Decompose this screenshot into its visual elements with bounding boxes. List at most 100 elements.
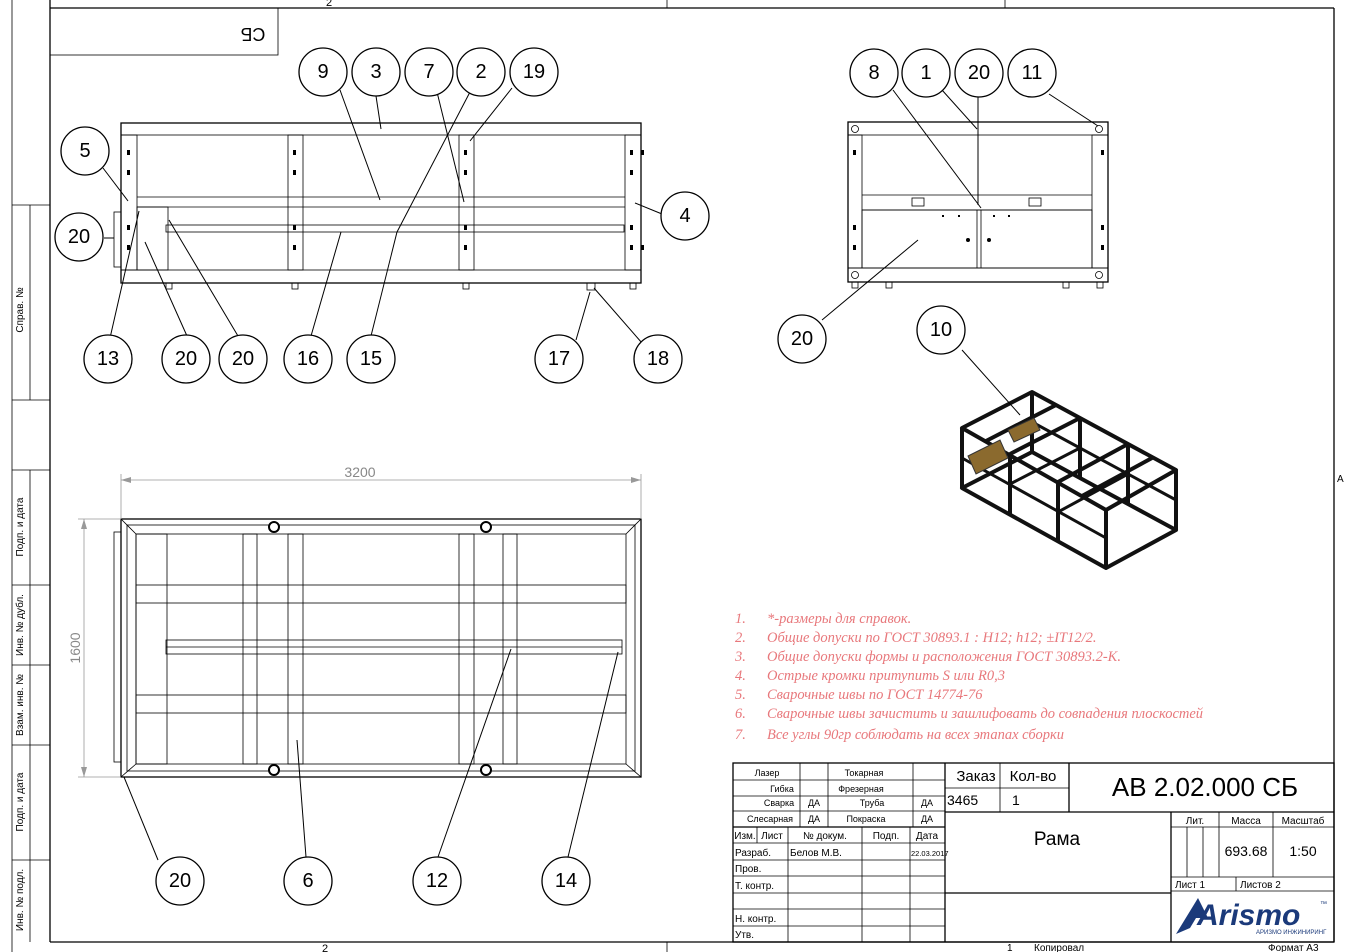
left-strip: Справ. № Подп. и дата Инв. № дубл. Взам.… bbox=[12, 204, 50, 942]
dimension-width-value: 1600 bbox=[67, 632, 83, 663]
callout-bubble: 17 bbox=[534, 334, 584, 384]
svg-text:Лист 1: Лист 1 bbox=[1175, 880, 1206, 891]
svg-text:Лист: Лист bbox=[761, 831, 783, 842]
strip-label-sprav: Справ. № bbox=[15, 287, 26, 333]
svg-text:Фрезерная: Фрезерная bbox=[838, 784, 884, 794]
svg-text:Подп.: Подп. bbox=[873, 831, 900, 842]
mirror-code: СБ bbox=[241, 24, 266, 44]
dimension-length-value: 3200 bbox=[344, 464, 375, 480]
note-number: 7. bbox=[735, 727, 746, 743]
svg-text:Листов 2: Листов 2 bbox=[1240, 880, 1281, 891]
svg-text:7: 7 bbox=[423, 61, 434, 83]
strip-label-dubl: Инв. № дубл. bbox=[14, 594, 26, 656]
strip-label-podp1: Подп. и дата bbox=[15, 497, 26, 556]
svg-text:8: 8 bbox=[868, 62, 879, 84]
svg-text:19: 19 bbox=[523, 61, 545, 83]
svg-text:Лит.: Лит. bbox=[1186, 816, 1204, 827]
svg-text:Дата: Дата bbox=[916, 831, 939, 842]
callout-bubble: 6 bbox=[283, 856, 333, 906]
part-name: Рама bbox=[1034, 829, 1081, 850]
isometric-infill bbox=[967, 417, 1041, 475]
svg-text:12: 12 bbox=[426, 870, 448, 892]
note-text: Все углы 90гр соблюдать на всех этапах с… bbox=[767, 727, 1064, 743]
svg-text:ДА: ДА bbox=[921, 814, 933, 824]
callout-bubble: 12 bbox=[412, 856, 462, 906]
svg-text:Утв.: Утв. bbox=[735, 930, 754, 941]
drawing-designation: АВ 2.02.000 СБ bbox=[1112, 772, 1298, 802]
callout-bubble: 20 bbox=[954, 48, 1004, 98]
svg-text:Н. контр.: Н. контр. bbox=[735, 914, 776, 925]
technical-notes: 1. *-размеры для справок. 2. Общие допус… bbox=[734, 611, 1204, 743]
note-text: *-размеры для справок. bbox=[767, 611, 911, 627]
svg-text:ДА: ДА bbox=[921, 798, 933, 808]
svg-text:Масштаб: Масштаб bbox=[1282, 815, 1325, 827]
callout-bubble: 20 bbox=[161, 334, 211, 384]
svg-text:16: 16 bbox=[297, 348, 319, 370]
callout-bubble: 18 bbox=[633, 334, 683, 384]
svg-text:20: 20 bbox=[968, 62, 990, 84]
svg-text:20: 20 bbox=[791, 328, 813, 350]
callout-bubble: 10 bbox=[916, 305, 966, 355]
qty-label: Кол-во bbox=[1010, 768, 1057, 785]
svg-text:ДА: ДА bbox=[808, 798, 820, 808]
mirror-code-box: СБ bbox=[49, 7, 279, 56]
isometric-view bbox=[960, 390, 1178, 570]
svg-text:АРИЗМО ИНЖИНИРИНГ: АРИЗМО ИНЖИНИРИНГ bbox=[1256, 930, 1327, 936]
svg-text:22.03.2017: 22.03.2017 bbox=[911, 849, 949, 858]
callout-bubble: 5 bbox=[60, 126, 110, 176]
bottom-zone-number: 2 bbox=[322, 943, 328, 952]
callout-bubble: 2 bbox=[456, 47, 506, 97]
callout-bubble: 20 bbox=[777, 314, 827, 364]
front-view bbox=[113, 122, 644, 291]
svg-text:20: 20 bbox=[232, 348, 254, 370]
svg-text:№ докум.: № докум. bbox=[803, 831, 847, 842]
note-number: 4. bbox=[735, 668, 746, 684]
order-value: 3465 bbox=[947, 792, 978, 808]
svg-text:13: 13 bbox=[97, 348, 119, 370]
svg-text:17: 17 bbox=[548, 348, 570, 370]
svg-text:15: 15 bbox=[360, 348, 382, 370]
note-number: 1. bbox=[735, 611, 746, 627]
callout-bubble: 16 bbox=[283, 334, 333, 384]
callout-bubble: 20 bbox=[218, 334, 268, 384]
svg-text:Токарная: Токарная bbox=[845, 768, 884, 778]
leader-lines bbox=[102, 87, 1099, 861]
svg-text:2: 2 bbox=[475, 61, 486, 83]
svg-text:4: 4 bbox=[679, 205, 690, 227]
note-number: 5. bbox=[735, 687, 746, 703]
dimension-width: 1600 bbox=[67, 518, 121, 778]
mass-value: 693.68 bbox=[1225, 843, 1268, 859]
note-number: 6. bbox=[735, 706, 746, 722]
callout-bubble: 20 bbox=[54, 212, 104, 262]
sheet-frame: 2 2 A bbox=[11, 0, 1344, 952]
svg-text:5: 5 bbox=[79, 140, 90, 162]
callout-bubble: 14 bbox=[541, 856, 591, 906]
svg-text:Покраска: Покраска bbox=[846, 814, 885, 824]
callout-bubble: 1 bbox=[901, 48, 951, 98]
svg-text:20: 20 bbox=[169, 870, 191, 892]
svg-text:Масса: Масса bbox=[1231, 816, 1261, 827]
callout-bubble: 4 bbox=[660, 191, 710, 241]
scale-value: 1:50 bbox=[1289, 843, 1316, 859]
svg-text:11: 11 bbox=[1022, 62, 1043, 84]
svg-text:3: 3 bbox=[370, 61, 381, 83]
order-label: Заказ bbox=[956, 768, 995, 785]
callout-bubble: 11 bbox=[1007, 48, 1057, 98]
top-view bbox=[113, 518, 642, 778]
note-number: 3. bbox=[734, 649, 746, 665]
company-logo: Arismo ™ АРИЗМО ИНЖИНИРИНГ bbox=[1176, 898, 1327, 936]
top-zone-number: 2 bbox=[326, 0, 332, 9]
svg-text:Сварка: Сварка bbox=[764, 798, 794, 808]
svg-text:20: 20 bbox=[175, 348, 197, 370]
callout-bubble: 13 bbox=[83, 334, 133, 384]
callout-bubble: 20 bbox=[155, 856, 205, 906]
note-text: Сварочные швы зачистить и зашлифовать до… bbox=[767, 706, 1204, 722]
callout-bubble: 9 bbox=[298, 47, 348, 97]
callout-bubble: 3 bbox=[351, 47, 401, 97]
svg-text:1: 1 bbox=[1007, 943, 1013, 952]
note-text: Сварочные швы по ГОСТ 14774-76 bbox=[767, 687, 983, 703]
svg-text:20: 20 bbox=[68, 226, 90, 248]
dimension-length: 3200 bbox=[120, 464, 642, 519]
svg-text:Т. контр.: Т. контр. bbox=[735, 881, 774, 892]
